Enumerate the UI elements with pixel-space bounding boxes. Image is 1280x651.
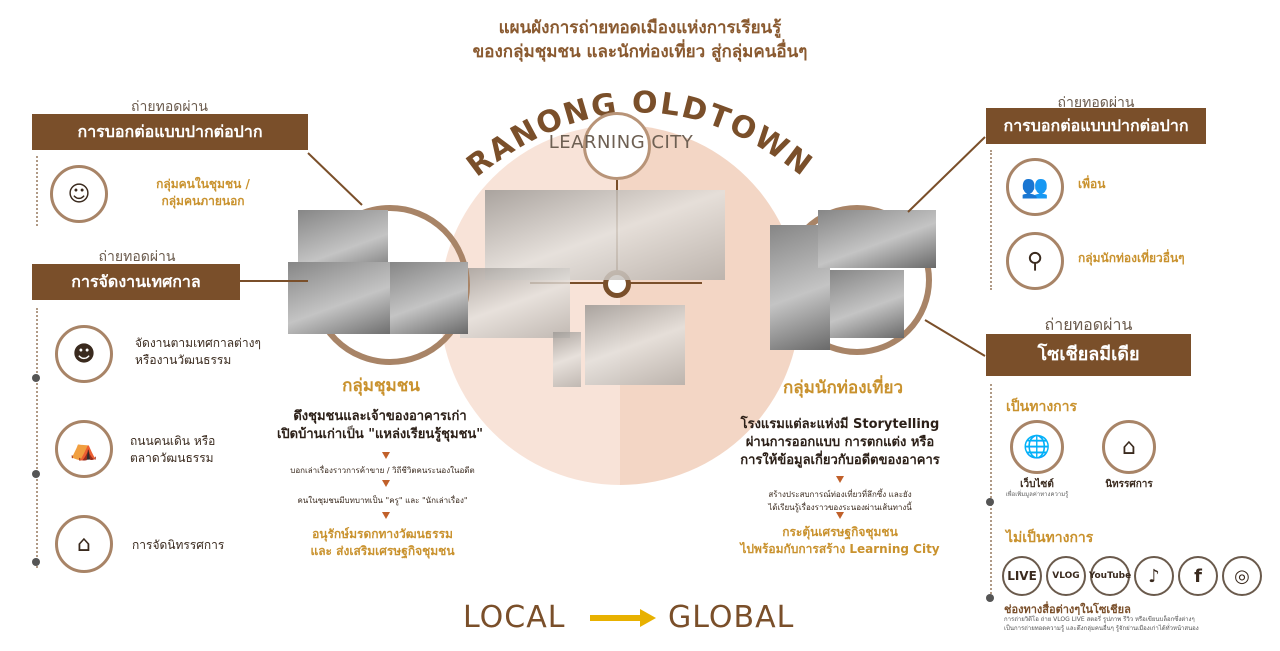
channels-title: ช่องทางสื่อต่างๆในโซเชียล [1004,603,1131,616]
left-festival-box: การจัดงานเทศกาล [32,264,240,300]
exhibition-label: นิทรรศการ [1105,479,1153,490]
bullet-dot [986,594,994,602]
website-sub: เพื่อเพิ่มมูลค่าทางความรู้ [1005,491,1069,498]
tourist-map-icon: ⚲ [1006,232,1064,290]
left-item-people-line2: กลุ่มคนภายนอก [161,194,245,208]
facebook-icon: f [1178,556,1218,596]
left-word-of-mouth-box: การบอกต่อแบบปากต่อปาก [32,114,308,150]
channels-desc-line1: การถ่ายวิดีโอ ถ่าย VLOG LIVE สตอรี่ รูปภ… [1004,616,1195,623]
market-stall-icon: ⛺ [55,420,113,478]
left-item-market-line2: ตลาดวัฒนธรรม [130,451,214,465]
tourist-main-line2: ผ่านการออกแบบ การตกแต่ง หรือ [745,435,935,450]
arrow-down-icon [382,452,390,459]
global-label: GLOBAL [668,600,795,635]
arrow-down-icon [836,512,844,519]
tourist-main-line3: การให้ข้อมูลเกี่ยวกับอดีตของอาคาร [740,453,940,468]
learning-city-label: LEARNING CITY [548,132,694,153]
left-divider-1 [36,156,38,226]
community-main-text: ดึงชุมชนและเจ้าของอาคารเก่า เปิดบ้านเก่า… [260,408,500,444]
shophouse-photo [460,268,570,338]
tourist-main-line1: โรงแรมแต่ละแห่งมี Storytelling [740,417,940,432]
bullet-dot [32,558,40,566]
bullet-dot [32,374,40,382]
youtube-icon: YouTube [1089,556,1131,596]
community-photo-3 [390,262,468,334]
left-item-people-line1: กลุ่มคนในชุมชน / [156,177,250,191]
right-item-other-tourists: กลุ่มนักท่องเที่ยวอื่นๆ [1078,251,1185,265]
community-result-line2: และ ส่งเสริมเศรษฐกิจชุมชน [310,544,455,558]
right-word-of-mouth-box: การบอกต่อแบบปากต่อปาก [986,108,1206,144]
right-divider-2 [990,384,992,594]
local-label: LOCAL [463,600,566,635]
page-title-line2: ของกลุ่มชุมชน และนักท่องเที่ยว สู่กลุ่มค… [472,42,808,62]
building-facade-photo [585,305,685,385]
right-item-friends: เพื่อน [1078,177,1106,191]
right-via-label-2: ถ่ายทอดผ่าน [1044,315,1133,334]
tourist-photo-2 [818,210,936,268]
left-item-festival-line2: หรืองานวัฒนธรรม [135,353,232,367]
friends-group-icon: 👥 [1006,158,1064,216]
tourist-result-line2: ไปพร้อมกับการสร้าง Learning City [740,542,940,556]
community-step1: บอกเล่าเรื่องราวการค้าขาย / วิถีชีวิตคนร… [290,466,475,475]
arrow-down-icon [382,512,390,519]
learning-city-ring [583,112,651,180]
tourist-result-line1: กระตุ้นเศรษฐกิจชุมชน [782,525,898,539]
bullet-dot [32,470,40,478]
official-label: เป็นทางการ [1006,399,1078,415]
left-item-market-line1: ถนนคนเดิน หรือ [130,434,216,448]
left-item-market: ถนนคนเดิน หรือ ตลาดวัฒนธรรม [130,433,290,467]
tourist-label: กลุ่มนักท่องเที่ยว [782,378,904,398]
exhibition-door-icon: ⌂ [55,515,113,573]
left-divider-2 [36,308,38,568]
community-main-line1: ดึงชุมชนและเจ้าของอาคารเก่า [293,409,467,424]
right-divider-1 [990,150,992,290]
left-via-label-1: ถ่ายทอดผ่าน [131,99,208,115]
left-via-label-2: ถ่ายทอดผ่าน [98,249,176,265]
arrow-down-icon [836,476,844,483]
tourist-photo-3 [830,270,904,338]
community-result: อนุรักษ์มรดกทางวัฒนธรรม และ ส่งเสริมเศรษ… [260,526,505,560]
website-label: เว็บไซต์ [1020,479,1054,490]
live-icon: LIVE [1002,556,1042,596]
left-item-festival-line1: จัดงานตามเทศกาลต่างๆ [135,336,261,350]
left-item-exhibition: การจัดนิทรรศการ [132,538,225,552]
community-people-icon: ☺ [50,165,108,223]
arrow-down-icon [382,480,390,487]
exhibition-icon: ⌂ [1102,420,1156,474]
left-item-people: กลุ่มคนในชุมชน / กลุ่มคนภายนอก [118,176,288,210]
community-photo-2 [288,262,398,334]
community-step2: คนในชุมชนมีบทบาทเป็น "ครู" และ "นักเล่าเ… [297,496,468,505]
tourist-result: กระตุ้นเศรษฐกิจชุมชน ไปพร้อมกับการสร้าง … [730,524,950,558]
page-title-line1: แผนผังการถ่ายทอดเมืองแห่งการเรียนรู้ [498,18,782,38]
arrow-right-icon [640,609,656,627]
tourist-couple-photo [553,332,581,387]
unofficial-label: ไม่เป็นทางการ [1006,530,1094,546]
community-label: กลุ่มชุมชน [342,376,420,396]
tourist-main-text: โรงแรมแต่ละแห่งมี Storytelling ผ่านการออ… [730,416,950,470]
channels-desc-line2: เป็นการถ่ายทอดความรู้ และดึงกลุ่มคนอื่นๆ… [1004,625,1199,632]
instagram-icon: ◎ [1222,556,1262,596]
tourist-step1-line1: สร้างประสบการณ์ท่องเที่ยวที่ลึกซึ้ง และย… [768,490,912,499]
channels-desc: การถ่ายวิดีโอ ถ่าย VLOG LIVE สตอรี่ รูปภ… [1004,615,1274,633]
old-building-photo [485,190,725,280]
right-social-media-box: โซเชียลมีเดีย [986,334,1191,376]
arrow-shaft [590,615,642,621]
festival-people-icon: ☻ [55,325,113,383]
tourist-step1: สร้างประสบการณ์ท่องเที่ยวที่ลึกซึ้ง และย… [740,488,940,514]
bullet-dot [986,498,994,506]
right-via-label-1: ถ่ายทอดผ่าน [1057,95,1135,111]
website-globe-icon: 🌐 [1010,420,1064,474]
tiktok-icon: ♪ [1134,556,1174,596]
tourist-step1-line2: ได้เรียนรู้เรื่องราวของระนองผ่านเส้นทางน… [768,503,912,512]
vlog-icon: VLOG [1046,556,1086,596]
community-main-line2: เปิดบ้านเก่าเป็น "แหล่งเรียนรู้ชุมชน" [276,427,484,442]
left-item-festival: จัดงานตามเทศกาลต่างๆ หรืองานวัฒนธรรม [135,335,295,369]
community-result-line1: อนุรักษ์มรดกทางวัฒนธรรม [312,527,453,541]
